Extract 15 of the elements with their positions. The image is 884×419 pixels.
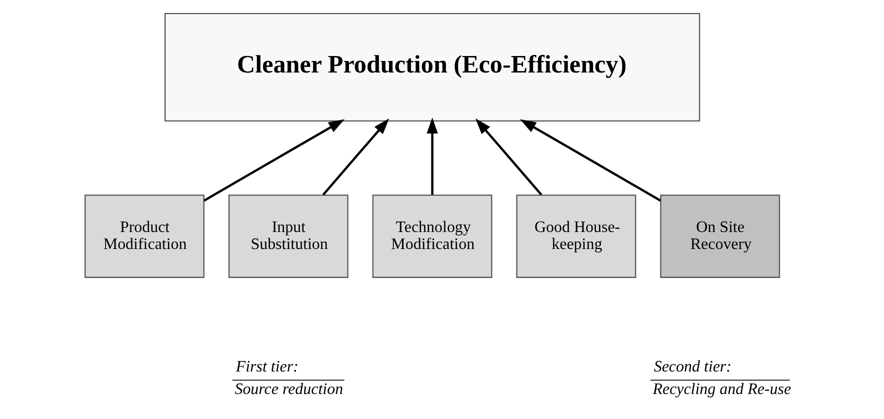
node-box: Technology Modification [372, 194, 492, 278]
node-box: Good House- keeping [516, 194, 636, 278]
label: Second tier: [654, 358, 732, 375]
node-box: On Site Recovery [660, 194, 780, 278]
label: First tier: [236, 358, 298, 375]
arrow [475, 118, 542, 196]
arrow [322, 118, 390, 196]
arrow [426, 117, 438, 194]
label: Recycling and Re-use [652, 380, 792, 398]
arrow [520, 118, 662, 202]
node-box: Product Modification [84, 194, 204, 278]
label: Source reduction [234, 380, 344, 398]
node-box: Input Substitution [228, 194, 348, 278]
node-box: Cleaner Production (Eco-Efficiency) [164, 12, 700, 121]
arrow [204, 118, 345, 202]
